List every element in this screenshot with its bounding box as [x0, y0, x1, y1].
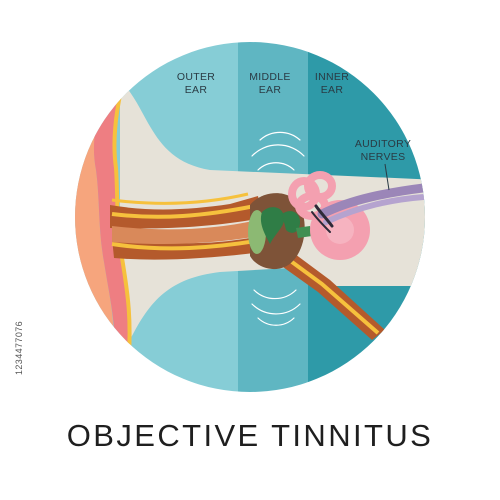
auditory-nerves-label-line1: AUDITORY [355, 138, 411, 150]
ear-canal [112, 220, 260, 244]
incus [282, 211, 300, 233]
cochlea-inner [326, 216, 354, 244]
middle-ear-label-line2: EAR [259, 84, 282, 96]
malleus [260, 207, 285, 244]
sound-waves-lower [251, 289, 301, 326]
sound-waves-upper [251, 131, 305, 171]
ear-canal-lower-wall [112, 234, 385, 340]
ear-canal-upper-wall [110, 196, 262, 229]
stock-id: 1234477076 [14, 320, 24, 375]
ear-canal-lining-upper [111, 204, 256, 219]
middle-ear-label-line1: MIDDLE [249, 71, 290, 83]
auditory-nerves-leader-line [384, 163, 390, 191]
inner-ear-label-line1: INNER [315, 71, 349, 83]
diagram-title: OBJECTIVE TINNITUS [66, 418, 434, 453]
circle-illustration [75, 42, 425, 392]
ear-canal-lining-top-edge [111, 192, 249, 205]
stapes [296, 226, 312, 238]
auditory-nerves-label-line2: NERVES [361, 151, 406, 163]
outer-ear-label-line1: OUTER [177, 71, 215, 83]
outer-ear-label-line2: EAR [185, 84, 208, 96]
inner-ear-label-line2: EAR [321, 84, 344, 96]
pinna-skin [75, 60, 115, 390]
